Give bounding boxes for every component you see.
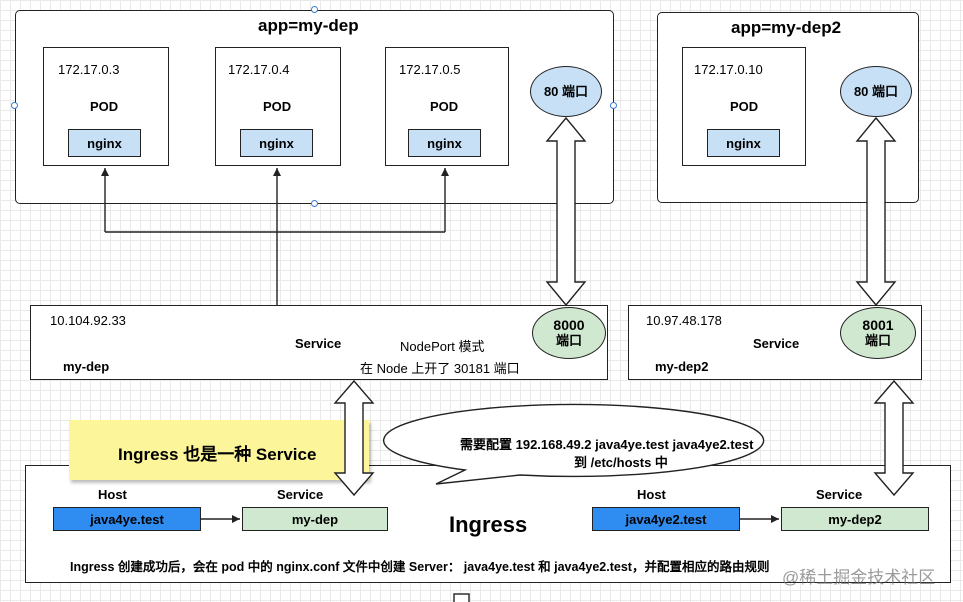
double-arrow-service-to-ingress [333, 379, 375, 497]
service-my-dep [30, 305, 608, 380]
service-header: Service [277, 487, 324, 502]
deployment-my-dep-title: app=my-dep [258, 16, 359, 35]
pod-label: POD [730, 99, 759, 114]
double-arrow-service2-to-ingress [873, 379, 915, 497]
selection-handle[interactable] [11, 102, 18, 109]
selection-handle[interactable] [311, 200, 318, 207]
nginx-container: nginx [68, 129, 141, 157]
backend-service-my-dep: my-dep [242, 507, 388, 531]
host-header: Host [98, 487, 127, 502]
offscreen-element-fragment [453, 593, 470, 602]
service-ip: 10.104.92.33 [50, 313, 126, 328]
selection-handle[interactable] [311, 6, 318, 13]
pod-label: POD [430, 99, 459, 114]
nginx-container: nginx [707, 129, 780, 157]
service-port-8000: 8000 端口 [532, 307, 606, 359]
service-nodeport-note: 在 Node 上开了 30181 端口 [360, 361, 520, 376]
selection-handle[interactable] [610, 102, 617, 109]
callout-bubble [382, 403, 765, 485]
watermark: @稀土掘金技术社区 [782, 568, 936, 587]
pod-ip: 172.17.0.5 [399, 62, 461, 77]
service-label: Service [753, 336, 800, 351]
container-port-80: 80 端口 [530, 66, 602, 117]
host-java4ye-test: java4ye.test [53, 507, 201, 531]
service-port-8001: 8001 端口 [840, 307, 916, 359]
service-label: Service [295, 336, 342, 351]
callout-text-line1: 需要配置 192.168.49.2 java4ye.test java4ye2.… [460, 437, 754, 452]
service-port-number: 8001 [862, 317, 894, 333]
pod-label: POD [90, 99, 119, 114]
callout-text-line2: 到 /etc/hosts 中 [574, 455, 668, 470]
service-name: my-dep [63, 359, 110, 374]
host-java4ye2-test: java4ye2.test [592, 507, 740, 531]
double-arrow-port-80-to-8001 [855, 116, 897, 307]
service-header: Service [816, 487, 863, 502]
service-ip: 10.97.48.178 [646, 313, 722, 328]
service-to-pods-connector [101, 168, 449, 305]
sticky-note-text: Ingress 也是一种 Service [118, 445, 317, 464]
backend-service-my-dep2: my-dep2 [781, 507, 929, 531]
service-name: my-dep2 [655, 359, 709, 374]
nginx-container: nginx [240, 129, 313, 157]
nginx-container: nginx [408, 129, 481, 157]
pod-ip: 172.17.0.3 [58, 62, 120, 77]
service-port-unit: 端口 [555, 333, 582, 348]
pod-label: POD [263, 99, 292, 114]
pod-ip: 172.17.0.10 [694, 62, 763, 77]
service-mode: NodePort 模式 [400, 339, 485, 354]
double-arrow-port-80-to-8000 [545, 116, 587, 307]
sticky-note [69, 420, 369, 480]
deployment-my-dep2-title: app=my-dep2 [731, 18, 842, 37]
ingress-footer-note: Ingress 创建成功后，会在 pod 中的 nginx.conf 文件中创建… [70, 560, 770, 574]
service-port-unit: 端口 [864, 333, 891, 348]
host-header: Host [637, 487, 666, 502]
ingress-title: Ingress [449, 512, 528, 537]
pod-ip: 172.17.0.4 [228, 62, 290, 77]
container-port-80: 80 端口 [840, 66, 912, 117]
service-port-number: 8000 [553, 317, 585, 333]
